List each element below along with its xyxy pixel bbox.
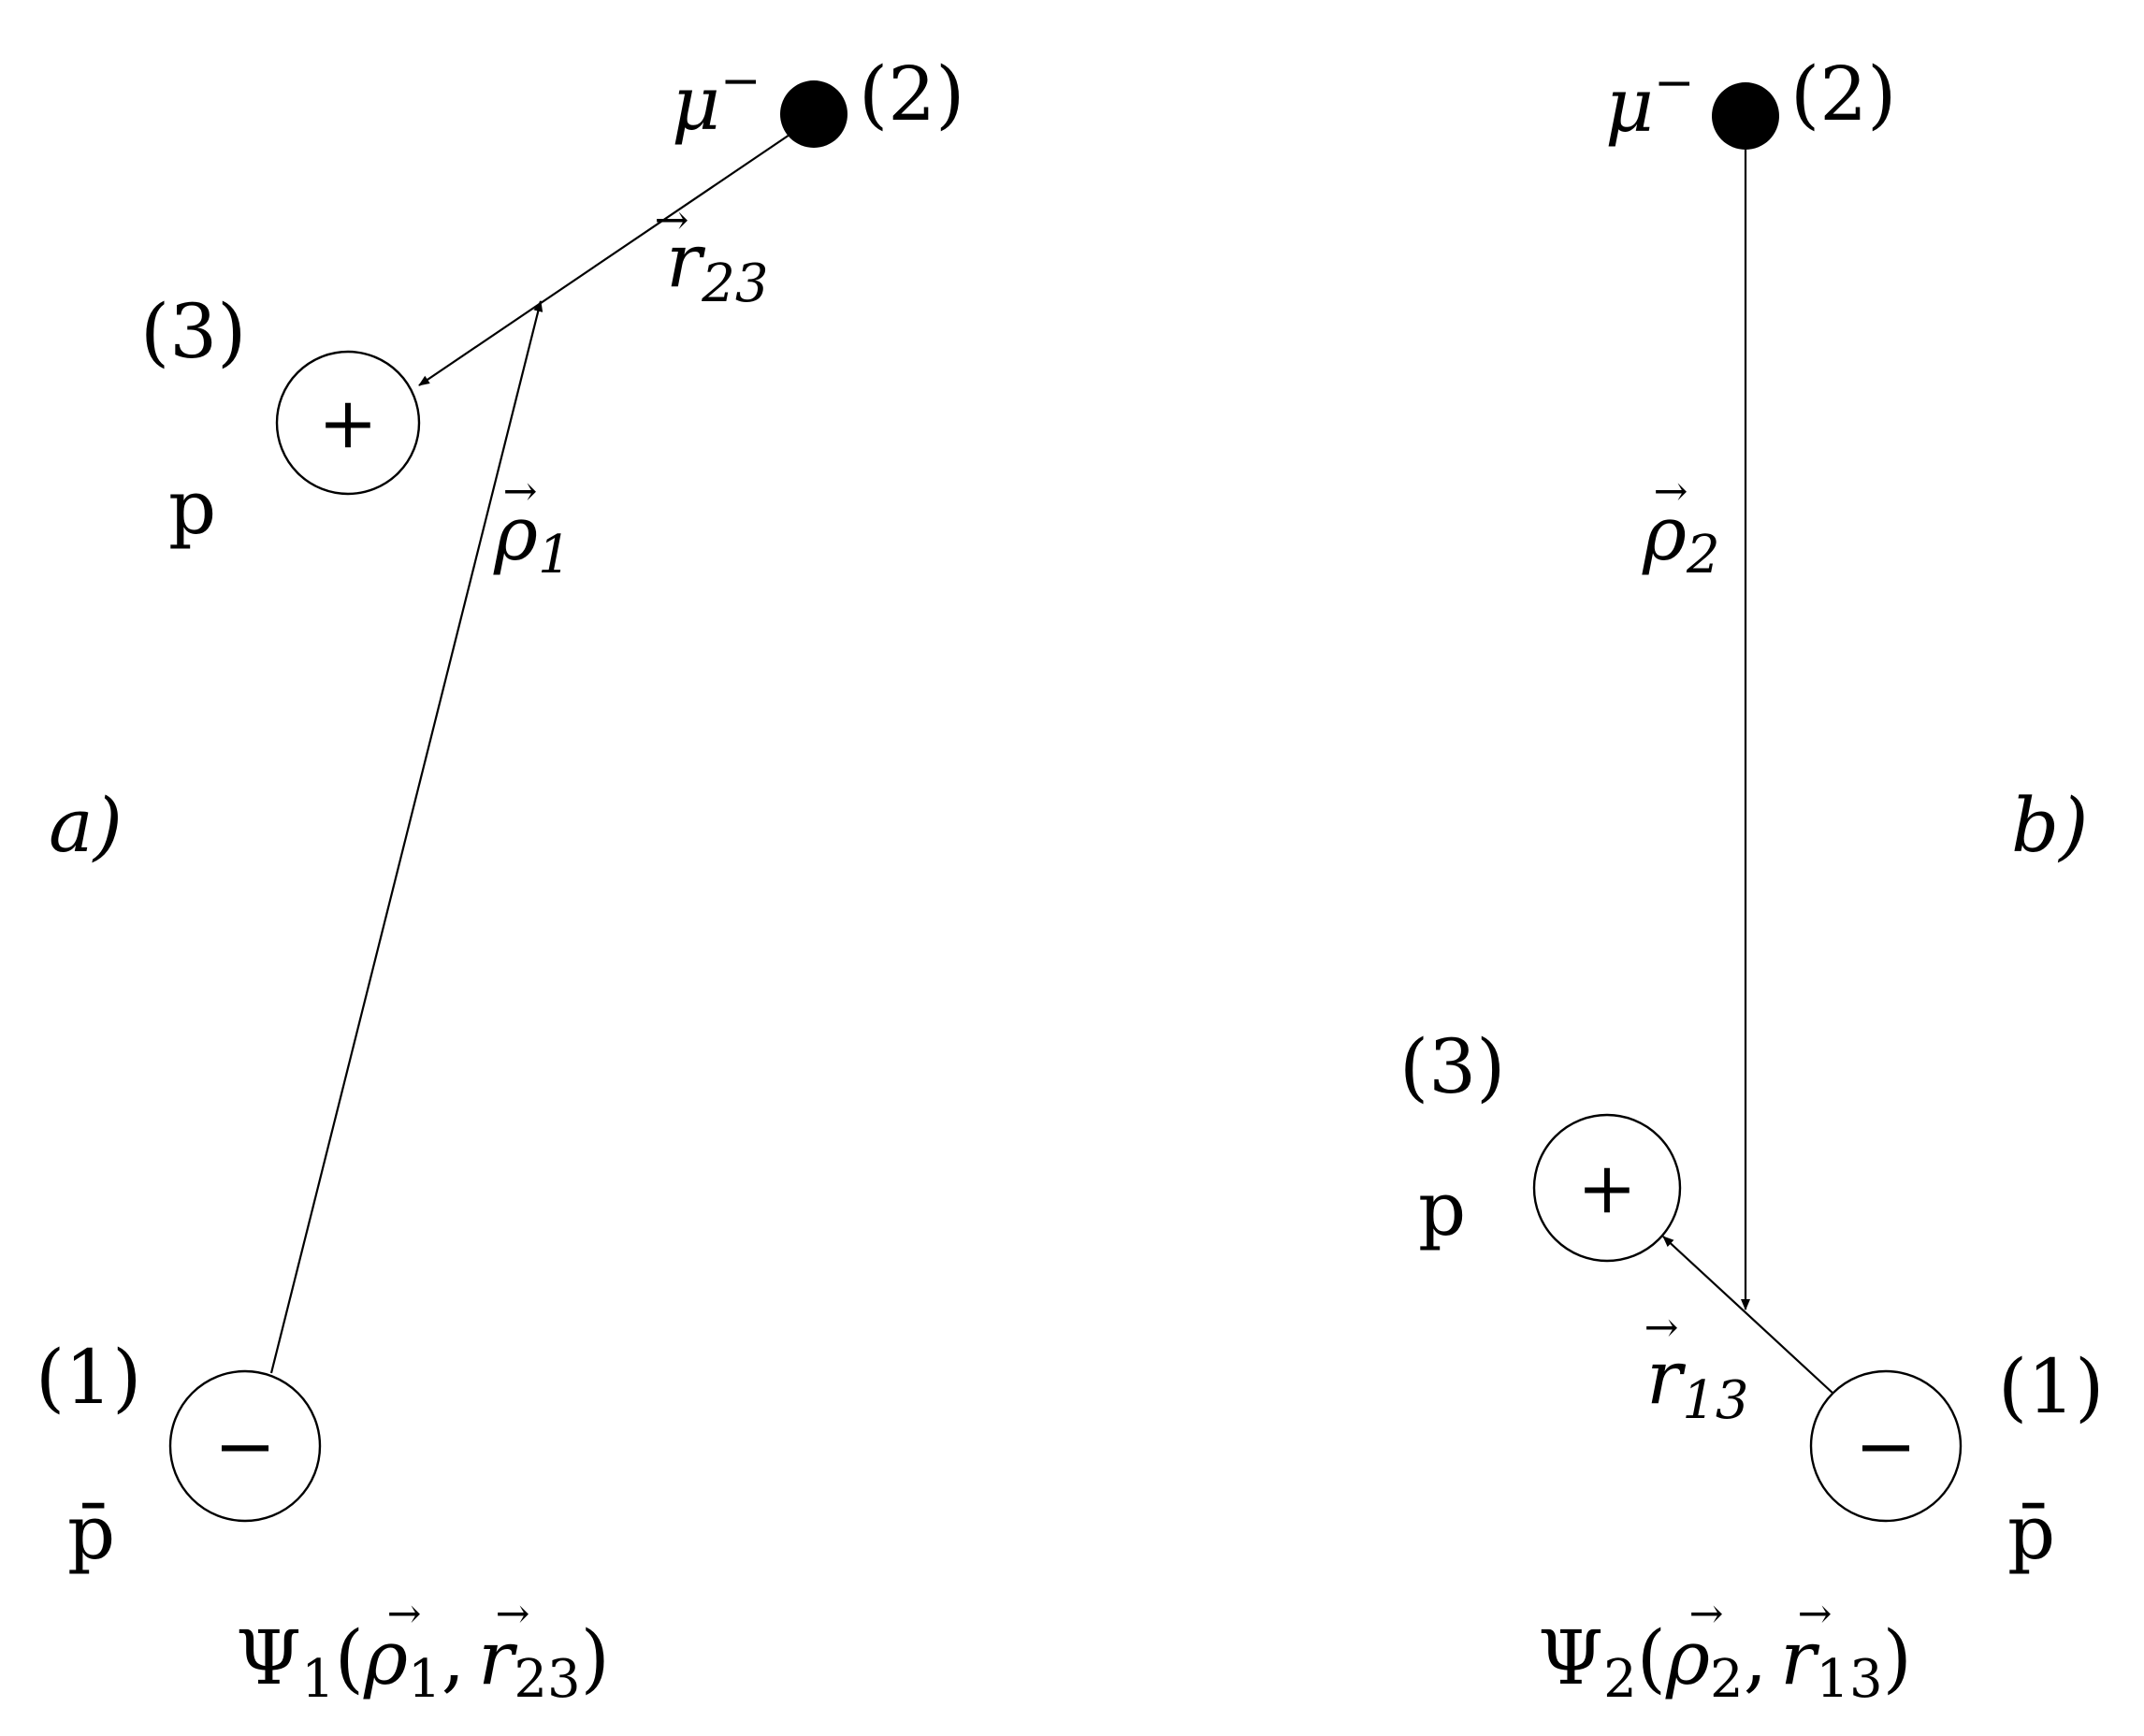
svg-text:ρ1: ρ1: [493, 490, 572, 586]
antiproton-name: p̄: [67, 1489, 115, 1576]
antiproton-index: (1): [36, 1334, 141, 1421]
vector-rho1-label: → ρ1: [493, 468, 572, 586]
svg-text:→: →: [1798, 1590, 1833, 1638]
svg-text:r23: r23: [666, 217, 769, 314]
proton-sign: +: [1577, 1147, 1637, 1230]
vector-r23-label: → r23: [655, 196, 769, 314]
vector-r13-line: [1662, 1236, 1834, 1395]
antiproton-index: (1): [1998, 1343, 2104, 1430]
proton-index: (3): [140, 288, 246, 375]
muon-dot: [1712, 82, 1779, 150]
proton-name: p: [168, 464, 216, 551]
proton-circle: [275, 350, 421, 496]
vector-r23-line: [418, 130, 796, 386]
antiproton-circle: [1809, 1369, 1963, 1523]
svg-text:→: →: [503, 468, 538, 515]
svg-text:→: →: [1689, 1590, 1724, 1638]
antiproton-sign: −: [213, 1403, 276, 1490]
svg-text:Ψ2(ρ2,r13): Ψ2(ρ2,r13): [1538, 1614, 1912, 1710]
svg-text:→: →: [496, 1590, 530, 1638]
proton-index: (3): [1399, 1023, 1505, 1110]
antiproton-circle: [168, 1369, 322, 1523]
svg-text:→: →: [1644, 1304, 1679, 1352]
proton-circle: [1532, 1113, 1682, 1263]
vector-rho2-label: → ρ2: [1642, 468, 1720, 586]
muon-dot: [780, 80, 847, 148]
antiproton-name: p̄: [2007, 1489, 2055, 1576]
muon-label: μ−: [672, 53, 761, 147]
muon-index: (2): [859, 51, 964, 137]
svg-text:→: →: [655, 196, 689, 244]
svg-text:→: →: [1654, 468, 1688, 515]
proton-sign: +: [318, 382, 378, 465]
vector-rho1-line: [269, 300, 543, 1374]
antiproton-sign: −: [1854, 1403, 1917, 1490]
panel-a: + − μ− (2) (3) p (1) p̄ → r23 → ρ1: [36, 51, 964, 1710]
panel-a-tag: a): [49, 782, 123, 869]
svg-text:r13: r13: [1646, 1334, 1749, 1431]
svg-text:Ψ1(ρ1,r23): Ψ1(ρ1,r23): [236, 1614, 610, 1710]
panel-b-tag: b): [2011, 782, 2088, 869]
muon-label: μ−: [1605, 55, 1695, 149]
proton-name: p: [1418, 1165, 1466, 1252]
wavefunction-psi2: Ψ2(ρ2,r13) → →: [1538, 1590, 1912, 1710]
muon-index: (2): [1790, 51, 1896, 137]
svg-text:→: →: [387, 1590, 422, 1638]
svg-text:ρ2: ρ2: [1642, 490, 1720, 586]
wavefunction-psi1: Ψ1(ρ1,r23) → →: [236, 1590, 610, 1710]
vector-r13-label: → r13: [1644, 1304, 1749, 1431]
panel-b: + − μ− (2) (3) p (1) p̄ → ρ2 → r13: [1399, 51, 2104, 1710]
